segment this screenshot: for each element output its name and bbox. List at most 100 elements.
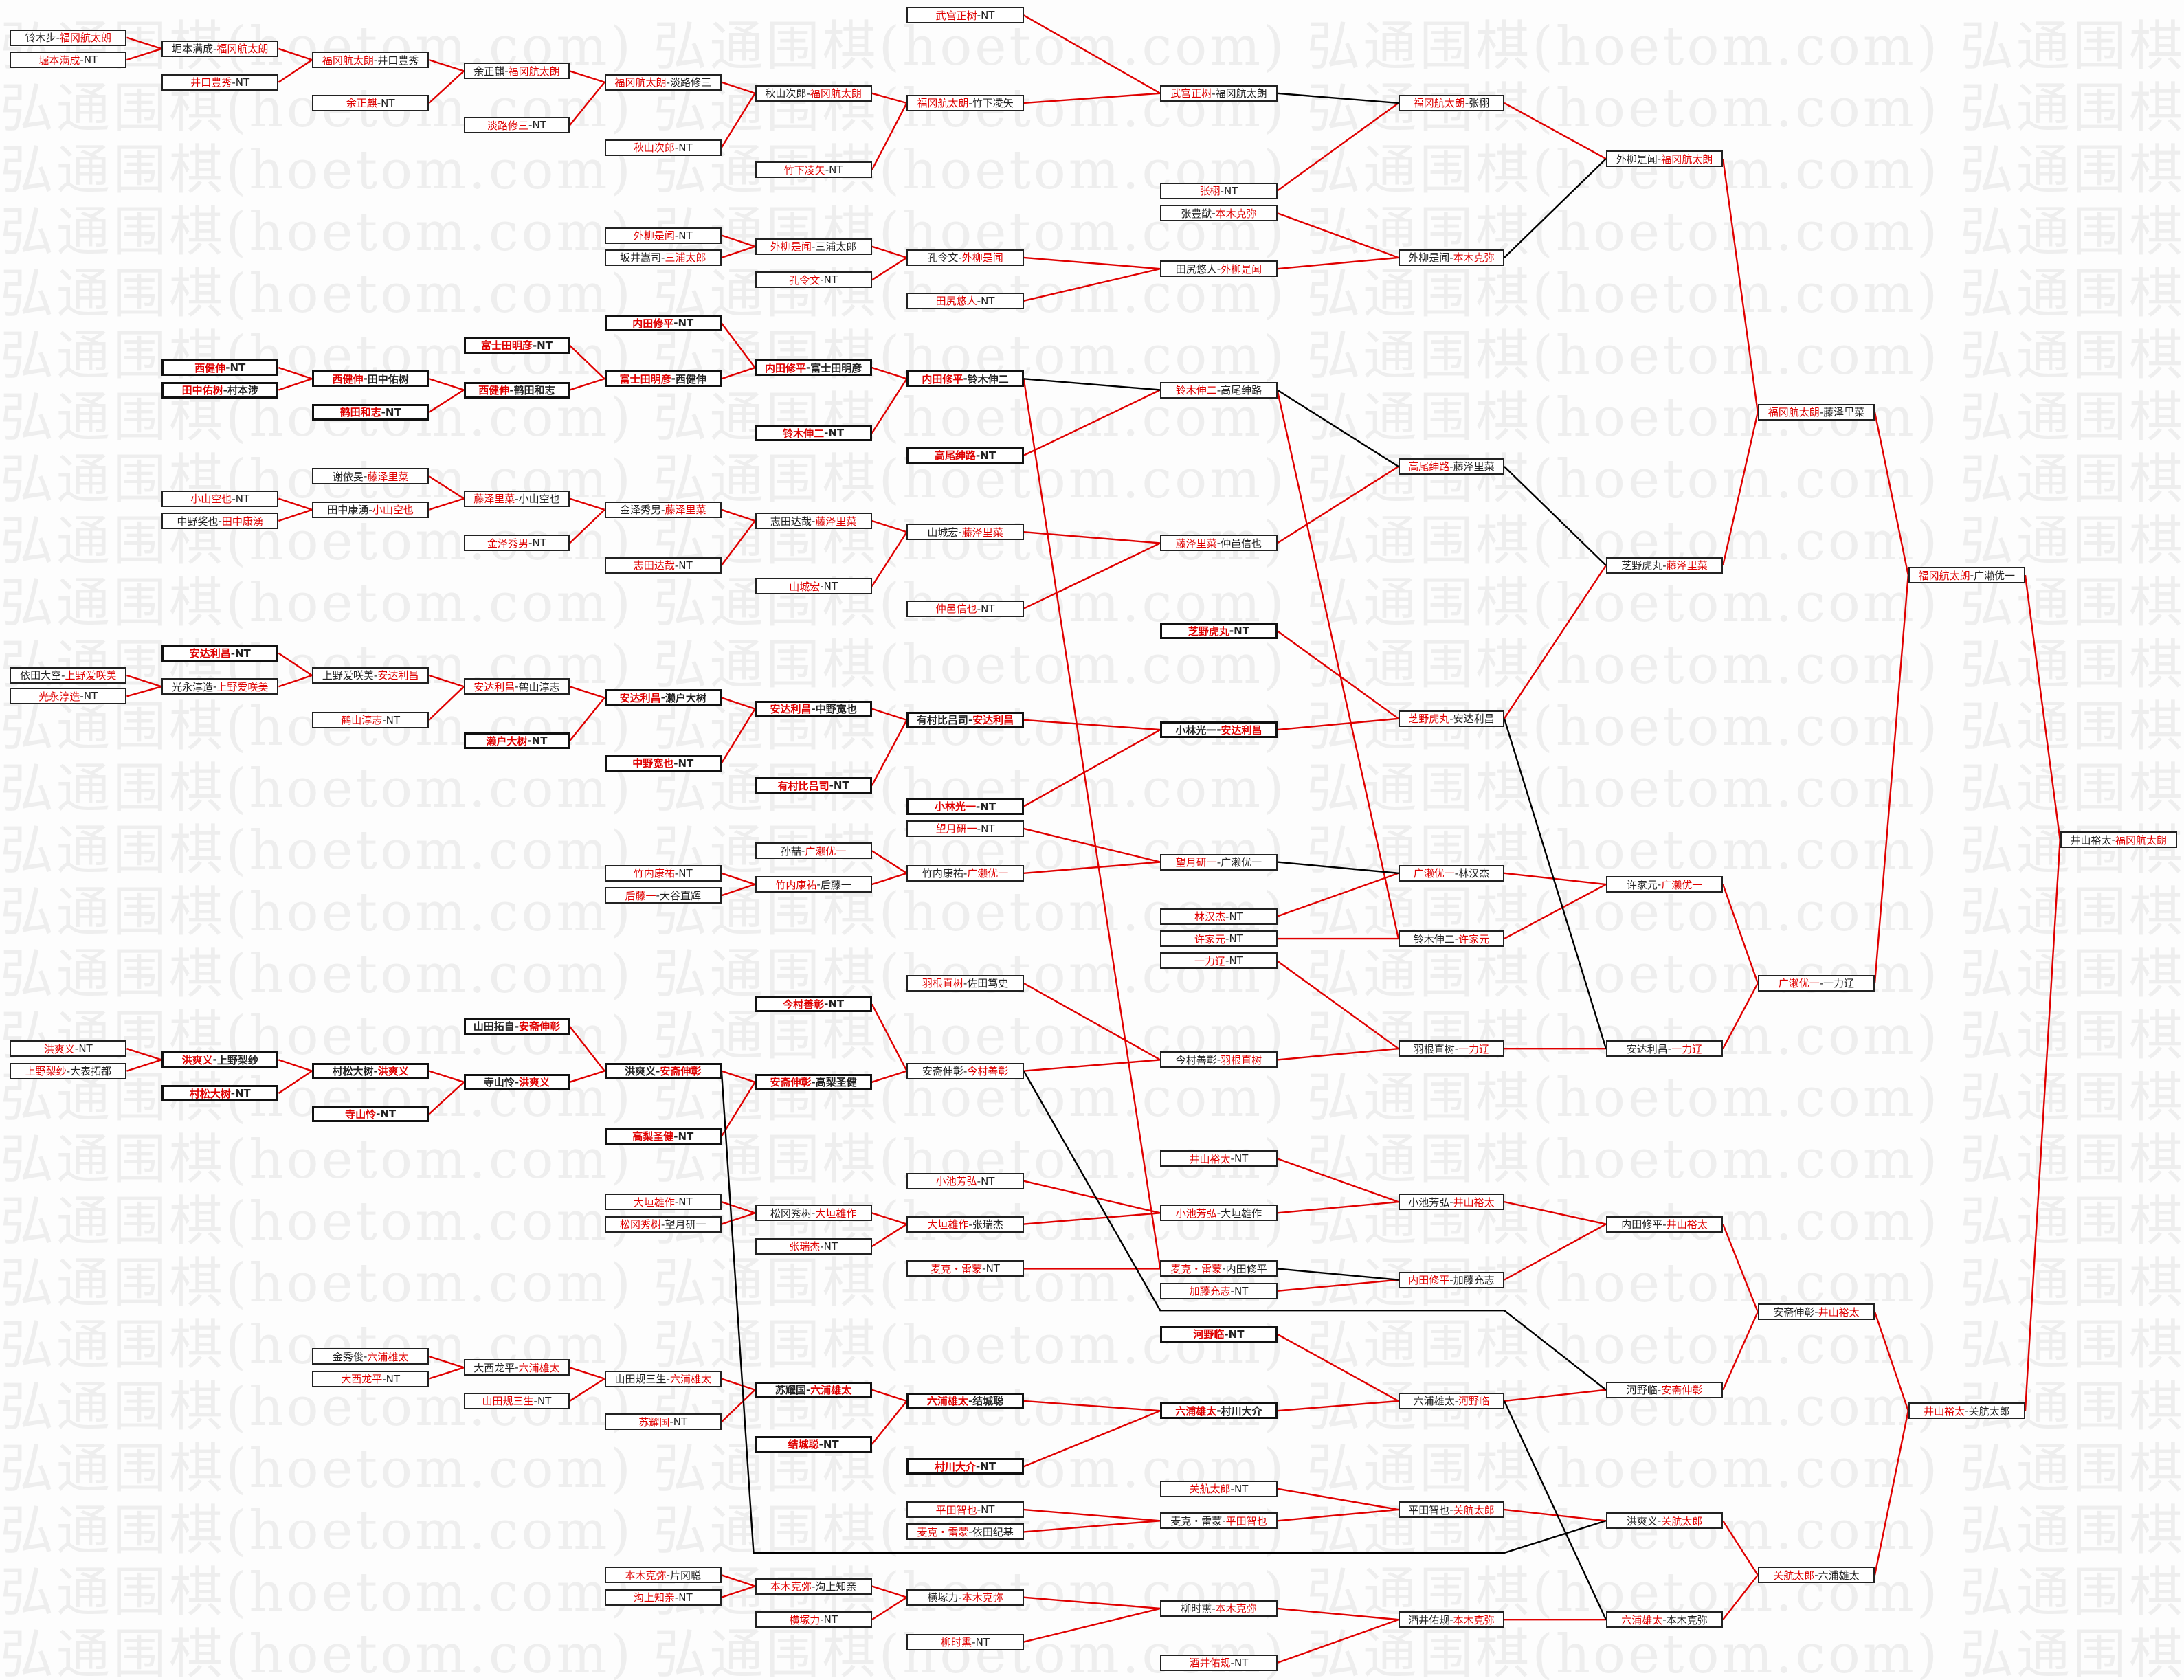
match-box[interactable]: 村松大树-NT bbox=[161, 1085, 279, 1102]
match-box[interactable]: 松冈秀树-望月研一 bbox=[604, 1216, 722, 1233]
match-box[interactable]: 仲邑信也-NT bbox=[906, 600, 1024, 617]
match-box[interactable]: 大西龙平-六浦雄太 bbox=[463, 1359, 570, 1376]
match-box[interactable]: 金秀俊-六浦雄太 bbox=[312, 1348, 430, 1365]
match-box[interactable]: 山城宏-藤泽里菜 bbox=[906, 524, 1024, 541]
match-box[interactable]: 井山裕太-福冈航太朗 bbox=[2060, 831, 2177, 849]
match-box[interactable]: 芝野虎丸-安达利昌 bbox=[1398, 710, 1504, 727]
match-box[interactable]: 寺山怜-NT bbox=[312, 1106, 430, 1123]
match-box[interactable]: 村松大树-洪爽义 bbox=[312, 1062, 430, 1079]
match-box[interactable]: 依田大空-上野爱咲美 bbox=[10, 667, 127, 684]
match-box[interactable]: 关航太郎-六浦雄太 bbox=[1757, 1567, 1875, 1584]
match-box[interactable]: 酒井佑规-本木克弥 bbox=[1398, 1611, 1504, 1628]
match-box[interactable]: 芝野虎丸-NT bbox=[1160, 623, 1278, 640]
match-box[interactable]: 志田达哉-NT bbox=[604, 557, 722, 574]
match-box[interactable]: 鹤田和志-NT bbox=[312, 403, 430, 421]
match-box[interactable]: 加藤充志-NT bbox=[1160, 1282, 1278, 1299]
match-box[interactable]: 高尾绅路-NT bbox=[906, 447, 1024, 464]
match-box[interactable]: 后藤一-大谷直辉 bbox=[604, 887, 722, 904]
match-box[interactable]: 藤泽里菜-小山空也 bbox=[463, 490, 570, 507]
match-box[interactable]: 小池芳弘-大垣雄作 bbox=[1160, 1205, 1278, 1222]
match-box[interactable]: 苏耀国-六浦雄太 bbox=[755, 1381, 872, 1398]
match-box[interactable]: 安斋伸彰-井山裕太 bbox=[1757, 1303, 1875, 1321]
match-box[interactable]: 光永淳造-上野爱咲美 bbox=[161, 678, 279, 695]
match-box[interactable]: 有村比吕司-安达利昌 bbox=[906, 711, 1024, 728]
match-box[interactable]: 田中佑树-村本涉 bbox=[161, 381, 279, 399]
match-box[interactable]: 堀本满成-福冈航太朗 bbox=[161, 40, 279, 57]
match-box[interactable]: 苏耀国-NT bbox=[604, 1413, 722, 1431]
match-box[interactable]: 横塚力-本木克弥 bbox=[906, 1589, 1024, 1606]
match-box[interactable]: 高梨圣健-NT bbox=[604, 1128, 722, 1145]
match-box[interactable]: 林汉杰-NT bbox=[1160, 908, 1278, 925]
match-box[interactable]: 望月研一-广濑优一 bbox=[1160, 853, 1278, 871]
match-box[interactable]: 平田智也-关航太郎 bbox=[1398, 1501, 1504, 1519]
match-box[interactable]: 六浦雄太-村川大介 bbox=[1160, 1402, 1278, 1420]
match-box[interactable]: 光永淳造-NT bbox=[10, 688, 127, 705]
match-box[interactable]: 张豊猷-本木克弥 bbox=[1160, 205, 1278, 222]
match-box[interactable]: 竹下凌矢-NT bbox=[755, 161, 872, 179]
match-box[interactable]: 外柳是闻-NT bbox=[604, 227, 722, 244]
match-box[interactable]: 安斋伸彰-高梨圣健 bbox=[755, 1073, 872, 1090]
match-box[interactable]: 濑户大树-NT bbox=[463, 732, 570, 750]
match-box[interactable]: 安达利昌-NT bbox=[161, 645, 279, 662]
match-box[interactable]: 麦克・雷蒙-内田修平 bbox=[1160, 1260, 1278, 1277]
match-box[interactable]: 六浦雄太-结城聪 bbox=[906, 1392, 1024, 1409]
match-box[interactable]: 堀本满成-NT bbox=[10, 52, 127, 69]
match-box[interactable]: 小林光一-NT bbox=[906, 798, 1024, 815]
match-box[interactable]: 西健伸-鹤田和志 bbox=[463, 381, 570, 399]
match-box[interactable]: 富士田明彦-NT bbox=[463, 337, 570, 354]
match-box[interactable]: 麦克・雷蒙-依田纪基 bbox=[906, 1523, 1024, 1541]
match-box[interactable]: 河野临-NT bbox=[1160, 1325, 1278, 1343]
match-box[interactable]: 山田拓自-安斋伸彰 bbox=[463, 1018, 570, 1035]
match-box[interactable]: 坂井嵩司-三浦太郎 bbox=[604, 249, 722, 266]
match-box[interactable]: 小山空也-NT bbox=[161, 490, 279, 507]
match-box[interactable]: 内田修平-NT bbox=[604, 315, 722, 332]
match-box[interactable]: 山田规三生-六浦雄太 bbox=[604, 1370, 722, 1387]
match-box[interactable]: 许家元-NT bbox=[1160, 930, 1278, 948]
match-box[interactable]: 麦克・雷蒙-NT bbox=[906, 1260, 1024, 1277]
match-box[interactable]: 大垣雄作-张瑞杰 bbox=[906, 1216, 1024, 1233]
match-box[interactable]: 秋山次郎-NT bbox=[604, 139, 722, 156]
match-box[interactable]: 今村善彰-NT bbox=[755, 996, 872, 1013]
match-box[interactable]: 铃木伸二-许家元 bbox=[1398, 930, 1504, 948]
match-box[interactable]: 一力辽-NT bbox=[1160, 952, 1278, 970]
match-box[interactable]: 小林光一-安达利昌 bbox=[1160, 721, 1278, 739]
match-box[interactable]: 安达利昌-一力辽 bbox=[1605, 1040, 1724, 1057]
match-box[interactable]: 洪爽义-关航太郎 bbox=[1605, 1512, 1724, 1530]
match-box[interactable]: 铃木伸二-NT bbox=[755, 425, 872, 442]
match-box[interactable]: 河野临-安斋伸彰 bbox=[1605, 1381, 1724, 1398]
match-box[interactable]: 铃木步-福冈航太朗 bbox=[10, 29, 127, 46]
match-box[interactable]: 六浦雄太-本木克弥 bbox=[1605, 1611, 1724, 1628]
match-box[interactable]: 结城聪-NT bbox=[755, 1435, 872, 1453]
match-box[interactable]: 志田达哉-藤泽里菜 bbox=[755, 513, 872, 530]
match-box[interactable]: 藤泽里菜-仲邑信也 bbox=[1160, 535, 1278, 552]
match-box[interactable]: 安达利昌-中野宽也 bbox=[755, 700, 872, 717]
match-box[interactable]: 关航太郎-NT bbox=[1160, 1480, 1278, 1497]
match-box[interactable]: 田尻悠人-外柳是闻 bbox=[1160, 260, 1278, 278]
match-box[interactable]: 高尾绅路-藤泽里菜 bbox=[1398, 458, 1504, 475]
match-box[interactable]: 寺山怜-洪爽义 bbox=[463, 1073, 570, 1090]
match-box[interactable]: 武宫正树-福冈航太朗 bbox=[1160, 85, 1278, 102]
match-box[interactable]: 柳时熏-NT bbox=[906, 1633, 1024, 1650]
match-box[interactable]: 山田规三生-NT bbox=[463, 1392, 570, 1409]
match-box[interactable]: 外柳是闻-本木克弥 bbox=[1398, 249, 1504, 266]
match-box[interactable]: 张瑞杰-NT bbox=[755, 1237, 872, 1255]
match-box[interactable]: 有村比吕司-NT bbox=[755, 777, 872, 794]
match-box[interactable]: 张栩-NT bbox=[1160, 182, 1278, 199]
match-box[interactable]: 福冈航太朗-淡路修三 bbox=[604, 74, 722, 91]
match-box[interactable]: 孔令文-外柳是闻 bbox=[906, 249, 1024, 266]
match-box[interactable]: 沟上知亲-NT bbox=[604, 1589, 722, 1606]
match-box[interactable]: 井山裕太-关航太郎 bbox=[1908, 1402, 2025, 1420]
match-box[interactable]: 酒井佑规-NT bbox=[1160, 1654, 1278, 1671]
match-box[interactable]: 竹内康祐-NT bbox=[604, 864, 722, 882]
match-box[interactable]: 竹内康祐-后藤一 bbox=[755, 876, 872, 893]
match-box[interactable]: 广濑优一-一力辽 bbox=[1757, 974, 1875, 992]
match-box[interactable]: 井口豊秀-NT bbox=[161, 74, 279, 91]
match-box[interactable]: 今村善彰-羽根直树 bbox=[1160, 1051, 1278, 1068]
match-box[interactable]: 西健伸-NT bbox=[161, 359, 279, 377]
match-box[interactable]: 金泽秀男-NT bbox=[463, 535, 570, 552]
match-box[interactable]: 铃木伸二-高尾绅路 bbox=[1160, 381, 1278, 399]
match-box[interactable]: 洪爽义-上野梨纱 bbox=[161, 1051, 279, 1068]
match-box[interactable]: 安达利昌-鹤山淳志 bbox=[463, 678, 570, 695]
match-box[interactable]: 田中康湧-小山空也 bbox=[312, 501, 430, 518]
match-box[interactable]: 内田修平-富士田明彦 bbox=[755, 359, 872, 377]
